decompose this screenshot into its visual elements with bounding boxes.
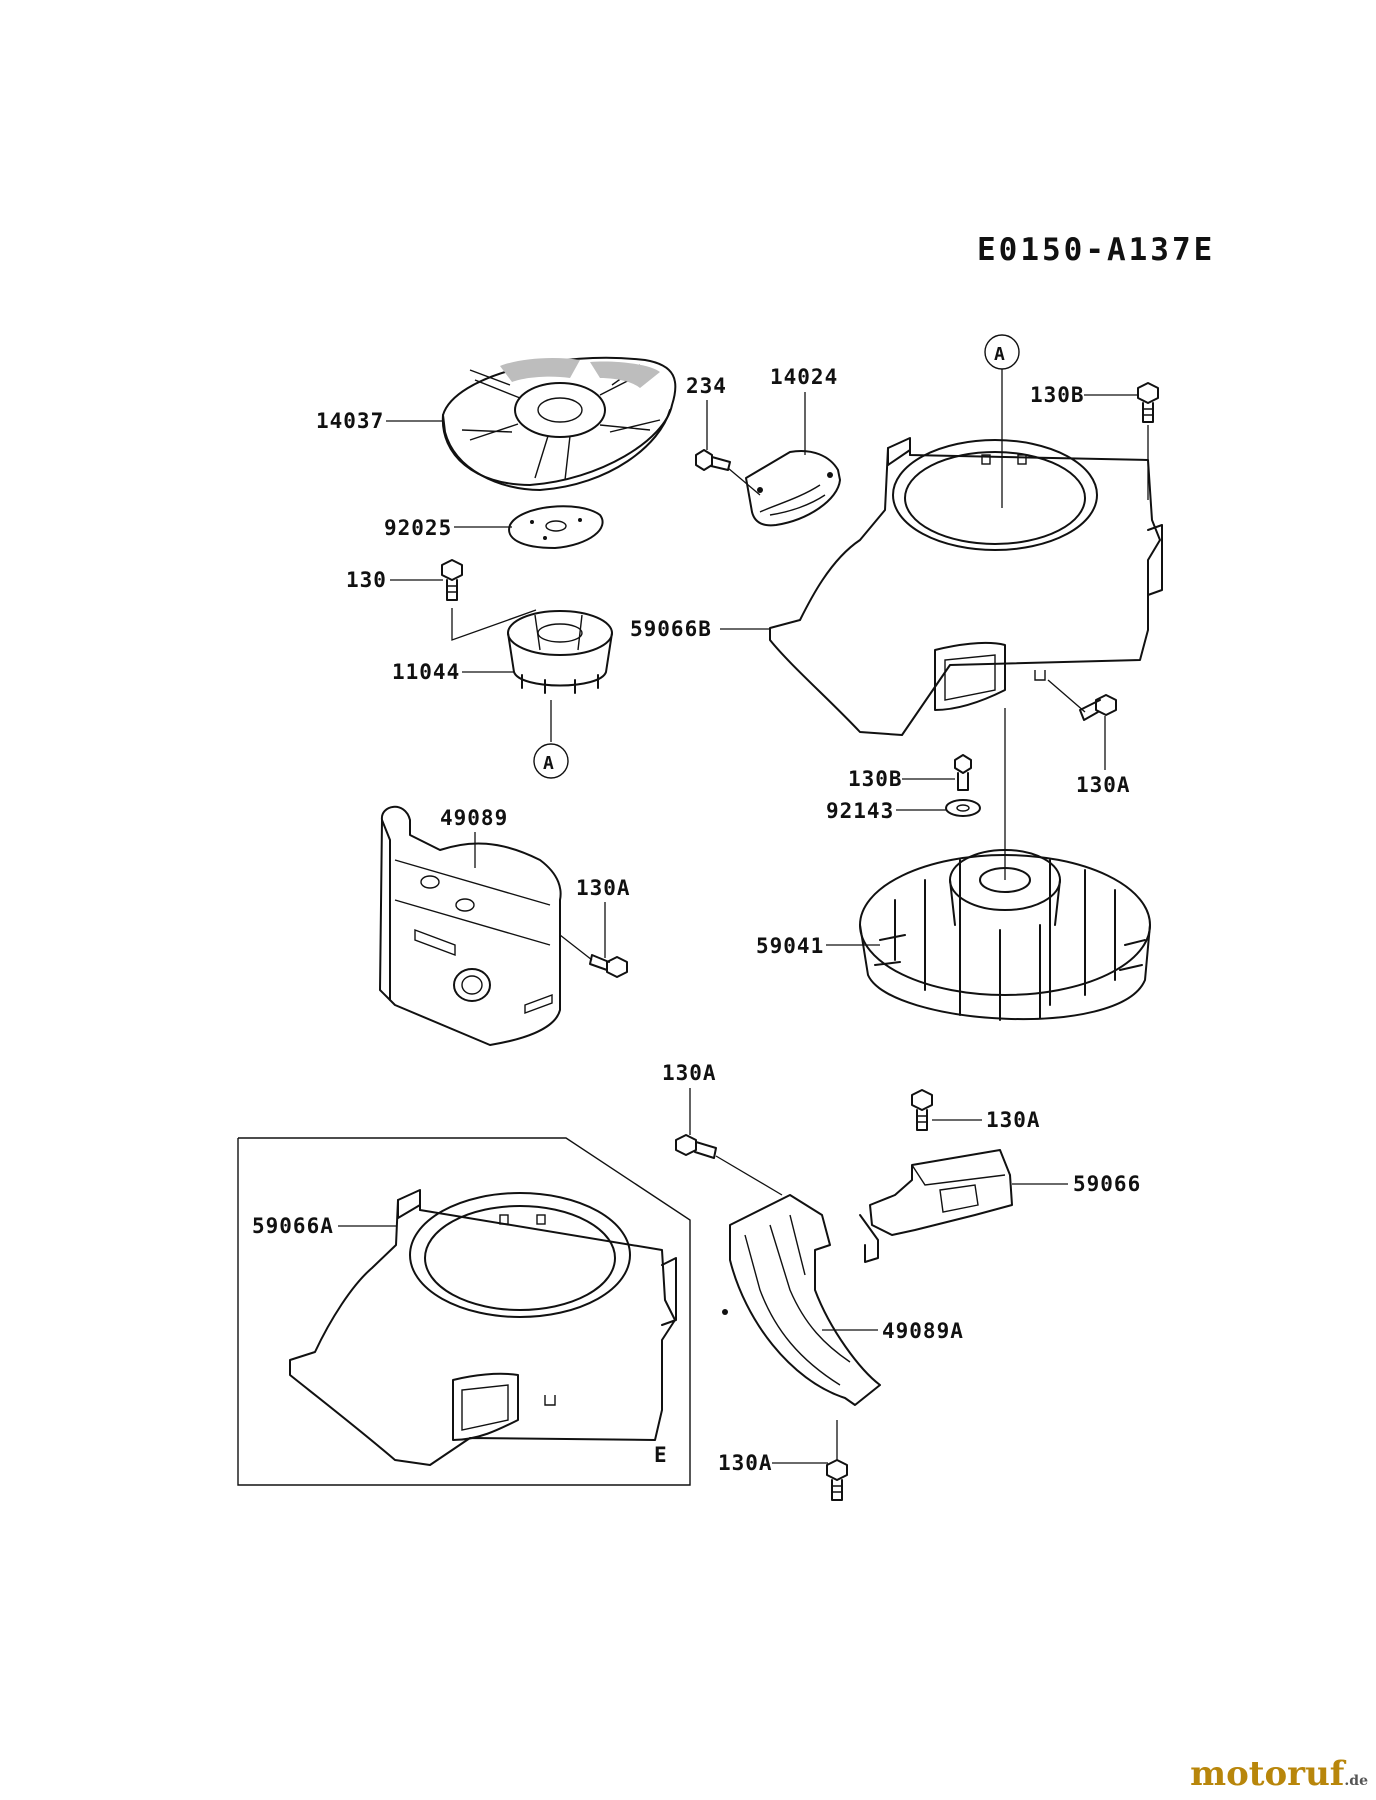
svg-text:92025: 92025: [384, 516, 452, 540]
part-49089A-lower-shroud[interactable]: [722, 1194, 881, 1406]
svg-text:130: 130: [346, 568, 387, 592]
part-130A-mid-bolt[interactable]: [589, 954, 628, 978]
label-14024: 14024: [770, 365, 838, 455]
svg-text:234: 234: [686, 374, 727, 398]
svg-text:49089A: 49089A: [882, 1319, 964, 1343]
watermark-brand: motoruf: [1190, 1754, 1345, 1794]
watermark: motoruf.de: [1190, 1754, 1368, 1794]
part-59066B-housing[interactable]: [769, 437, 1163, 736]
part-92025-plate[interactable]: [508, 505, 604, 549]
svg-text:11044: 11044: [392, 660, 460, 684]
part-49089-shroud[interactable]: [379, 805, 562, 1046]
label-59066A: 59066A: [252, 1214, 396, 1238]
svg-text:49089: 49089: [440, 806, 508, 830]
part-14037-fan-screen[interactable]: [441, 356, 677, 491]
svg-text:130A: 130A: [986, 1108, 1041, 1132]
svg-text:130A: 130A: [576, 876, 631, 900]
label-234: 234: [686, 374, 761, 496]
part-130A-lower-bolt[interactable]: [675, 1134, 717, 1159]
part-59066-baffle[interactable]: [859, 1149, 1013, 1263]
inset-frame-e: E: [237, 1137, 691, 1486]
part-130A-right-bolt[interactable]: [1079, 694, 1117, 721]
svg-text:59066B: 59066B: [630, 617, 712, 641]
ref-marker-a-right: A: [984, 334, 1020, 508]
label-130B-mid: 130B: [848, 767, 955, 791]
label-130A-bottom: 130A: [718, 1420, 838, 1475]
part-234-screw[interactable]: [695, 449, 731, 471]
part-130B-mid-bolt[interactable]: [954, 754, 972, 791]
label-92143: 92143: [826, 799, 946, 823]
part-130A-bottom-bolt[interactable]: [826, 1459, 848, 1501]
svg-text:A: A: [994, 344, 1006, 365]
part-130A-rightlower-bolt[interactable]: [911, 1089, 933, 1131]
label-92025: 92025: [384, 516, 512, 540]
part-14024-cover[interactable]: [745, 450, 841, 527]
label-59066: 59066: [1012, 1172, 1141, 1196]
label-59066B: 59066B: [630, 617, 770, 641]
svg-text:E: E: [654, 1443, 668, 1467]
svg-text:14037: 14037: [316, 409, 384, 433]
part-59041-flywheel[interactable]: [859, 849, 1151, 1021]
label-59041: 59041: [756, 708, 1006, 958]
svg-text:59066: 59066: [1073, 1172, 1141, 1196]
svg-text:14024: 14024: [770, 365, 838, 389]
label-49089A: 49089A: [822, 1319, 964, 1343]
svg-text:130A: 130A: [1076, 773, 1131, 797]
label-130A-rightlower: 130A: [932, 1108, 1041, 1132]
ref-marker-a-left: A: [533, 743, 569, 779]
part-130B-top-bolt[interactable]: [1137, 382, 1159, 423]
watermark-suffix: .de: [1344, 1773, 1368, 1789]
svg-text:59041: 59041: [756, 934, 824, 958]
label-130A-lower: 130A: [662, 1061, 783, 1196]
svg-text:92143: 92143: [826, 799, 894, 823]
part-11044-cup[interactable]: [507, 610, 613, 694]
part-130-bolt[interactable]: [441, 559, 463, 601]
label-14037: 14037: [316, 409, 443, 433]
label-130B-top: 130B: [1030, 383, 1149, 500]
part-92143-washer[interactable]: [945, 799, 981, 817]
svg-text:59066A: 59066A: [252, 1214, 334, 1238]
svg-text:130A: 130A: [662, 1061, 717, 1085]
label-130: 130: [346, 568, 443, 592]
part-59066A-housing[interactable]: [289, 1189, 677, 1466]
label-130A-right: 130A: [1047, 679, 1131, 797]
svg-text:130A: 130A: [718, 1451, 773, 1475]
svg-text:130B: 130B: [1030, 383, 1085, 407]
label-49089: 49089: [440, 806, 508, 868]
label-11044: 11044: [392, 608, 552, 742]
svg-text:130B: 130B: [848, 767, 903, 791]
diagram-code: E0150-A137E: [977, 232, 1215, 268]
svg-text:A: A: [543, 753, 555, 774]
label-130A-mid: 130A: [559, 876, 631, 961]
